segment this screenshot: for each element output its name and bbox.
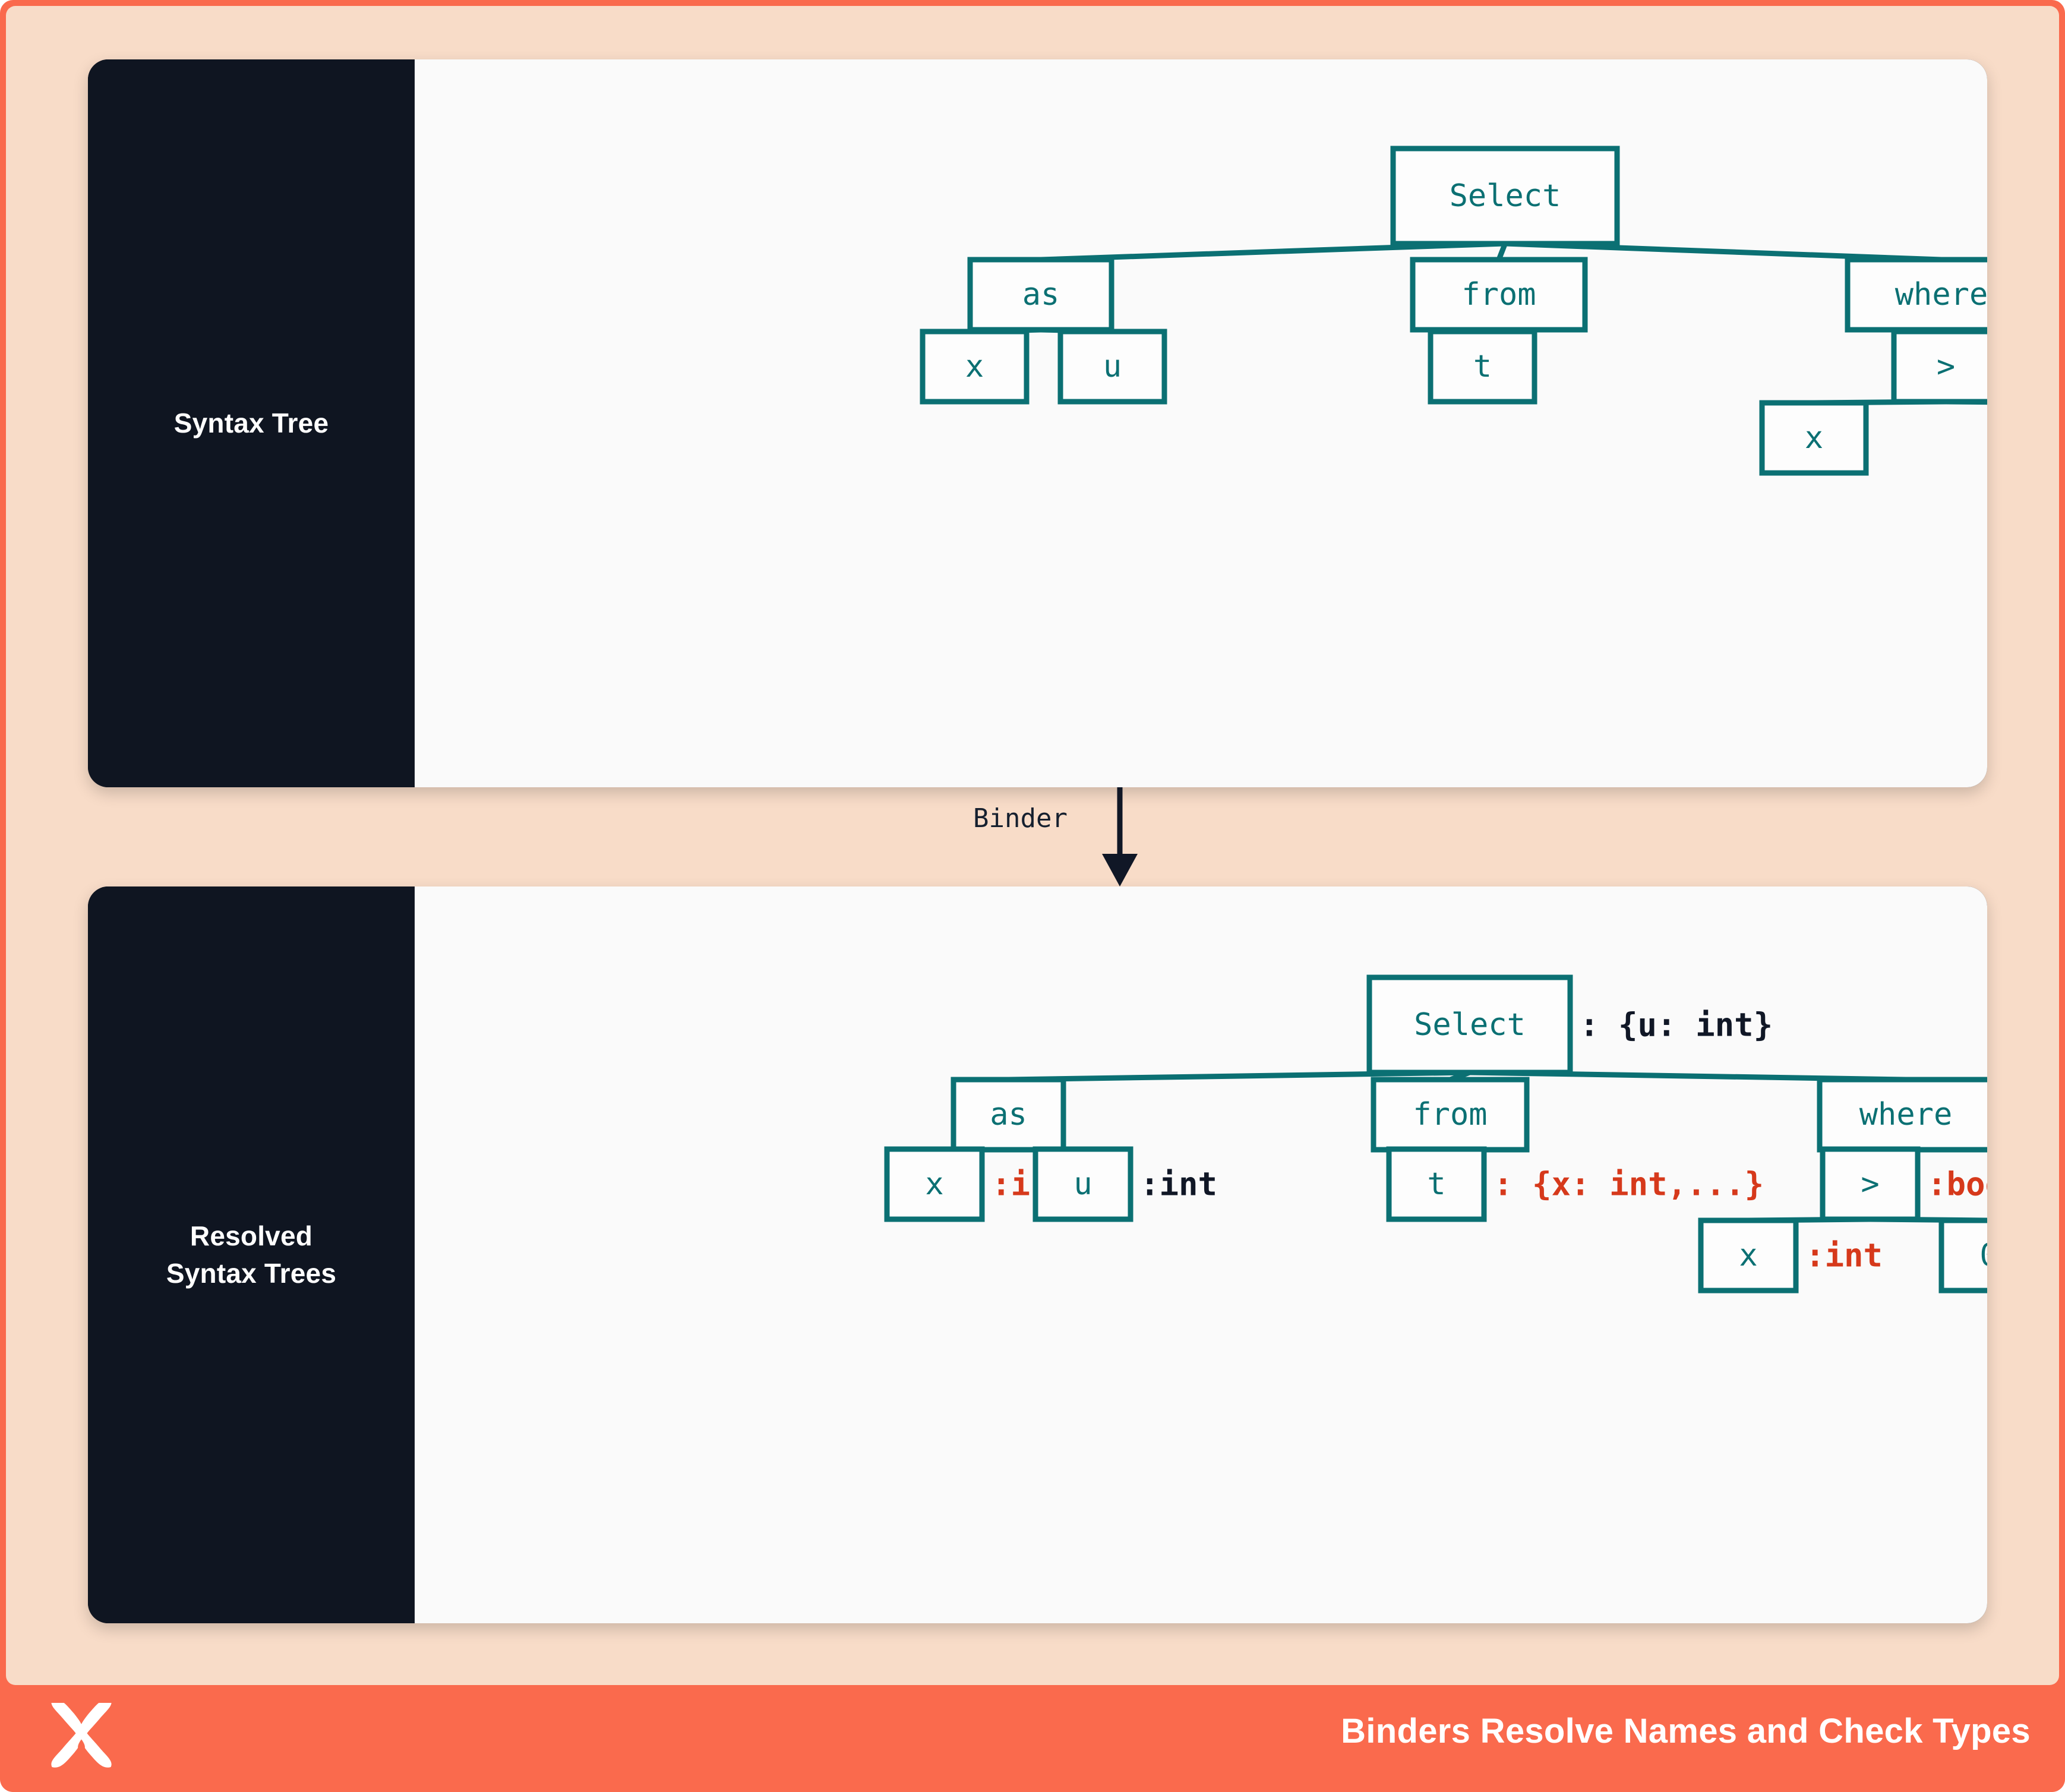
node-label-as-x: x — [925, 1166, 943, 1202]
node-label-gt-x: x — [1739, 1238, 1757, 1273]
node-box-where — [1817, 1077, 1987, 1153]
tree-node-gt-0: 0:int — [1938, 1217, 1987, 1293]
node-label-where: where — [1895, 277, 1987, 313]
node-annotation-as-u: :int — [1140, 1166, 1217, 1203]
tree-node-as-u: u :int — [1032, 1146, 1217, 1222]
tree-node-select: Select : {u: int} — [1366, 974, 1773, 1075]
sidebar-title-line-1: Syntax Tree — [173, 407, 329, 438]
tree-node-gt: > :bool — [1820, 1146, 1987, 1222]
tree-node-from: from — [1410, 257, 1588, 333]
node-label-from-t: t — [1473, 349, 1492, 384]
tree-node-gt-x: x :int — [1698, 1217, 1883, 1293]
node-label-gt-0: 0 — [1979, 1238, 1987, 1273]
node-label-select: Select — [1414, 1007, 1526, 1043]
tree-node-gt: > — [1891, 329, 1987, 405]
node-box-gt-x — [1698, 1217, 1799, 1293]
panel-resolved-syntax-trees: Resolved Syntax Trees Select : {u: int} as… — [88, 886, 1987, 1623]
node-box-gt — [1891, 329, 1987, 405]
node-box-from-t — [1428, 329, 1537, 405]
tree-node-as: as — [967, 257, 1114, 333]
node-box-as — [967, 257, 1114, 333]
node-box-as-u — [1057, 329, 1167, 405]
node-box-as-x — [920, 329, 1030, 405]
sidebar-title-line-2: Syntax Trees — [166, 1258, 337, 1289]
node-box-as-u — [1032, 1146, 1133, 1222]
binder-arrow-head — [1102, 854, 1138, 886]
sidebar-label-resolved-syntax-trees: Resolved Syntax Trees — [88, 886, 415, 1623]
node-annotation-gt: :bool — [1927, 1166, 1987, 1203]
node-label-as-u: u — [1103, 349, 1122, 384]
sidebar-title-line-1: Resolved — [190, 1220, 313, 1251]
tree-node-as-x: x — [920, 329, 1030, 405]
tree-node-as: as — [951, 1077, 1066, 1153]
node-box-from-t — [1386, 1146, 1487, 1222]
node-label-from: from — [1413, 1097, 1487, 1132]
node-box-gt-0 — [1938, 1217, 1987, 1293]
tree-node-select: Select — [1390, 146, 1620, 247]
node-label-gt: > — [1937, 349, 1955, 384]
tree-node-as-u: u — [1057, 329, 1167, 405]
tree-node-gt-x: x — [1759, 400, 1869, 476]
node-label-as-u: u — [1073, 1166, 1092, 1202]
node-label-gt: > — [1861, 1166, 1879, 1202]
node-label-from: from — [1461, 277, 1536, 313]
node-label-gt-x: x — [1805, 420, 1823, 456]
footer-bar: Binders Resolve Names and Check Types — [0, 1685, 2065, 1792]
node-annotation-gt-x: :int — [1805, 1237, 1883, 1274]
node-label-as: as — [1022, 277, 1060, 313]
binder-transition — [88, 787, 1987, 886]
binder-label: Binder — [973, 803, 1068, 834]
binder-arrow-svg — [1102, 787, 1138, 886]
tree-node-where: where — [1817, 1077, 1987, 1153]
tree-node-from-t: t — [1428, 329, 1537, 405]
sidebar-label-syntax-tree: Syntax Tree — [88, 59, 415, 787]
tree-node-as-x: x:int — [884, 1146, 1069, 1222]
node-label-from-t: t — [1427, 1166, 1445, 1202]
node-box-select — [1366, 974, 1573, 1075]
tree-node-from-t: t : {x: int,...} — [1386, 1146, 1764, 1222]
node-annotation-from-t: : {x: int,...} — [1494, 1166, 1764, 1203]
footer-title: Binders Resolve Names and Check Types — [1341, 1712, 2031, 1750]
tree-node-where: where — [1845, 257, 1987, 333]
node-label-as: as — [990, 1097, 1027, 1132]
node-box-as — [951, 1077, 1066, 1153]
node-box-select — [1390, 146, 1620, 247]
node-box-gt — [1820, 1146, 1921, 1222]
node-box-as-x — [884, 1146, 985, 1222]
node-label-select: Select — [1450, 178, 1561, 214]
node-label-where: where — [1859, 1097, 1953, 1132]
node-annotation-select: : {u: int} — [1580, 1007, 1773, 1044]
butterfly-x-logo-icon — [51, 1703, 112, 1768]
node-box-where — [1845, 257, 1987, 333]
node-box-gt-x — [1759, 400, 1869, 476]
tree-node-from: from — [1371, 1077, 1530, 1153]
node-label-as-x: x — [965, 349, 984, 384]
